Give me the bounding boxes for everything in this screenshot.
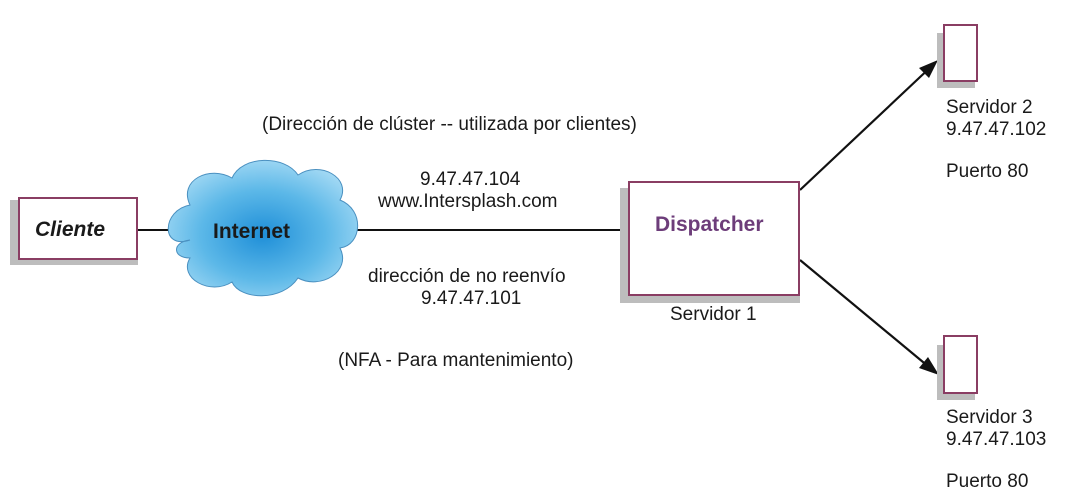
server3-name: Servidor 3	[946, 407, 1033, 428]
cluster-note: (Dirección de clúster -- utilizada por c…	[262, 114, 637, 135]
cluster-host: www.Intersplash.com	[378, 191, 558, 212]
server3-ip: 9.47.47.103	[946, 429, 1047, 450]
server3-port: Puerto 80	[946, 471, 1029, 492]
dispatcher-server2-link	[799, 62, 936, 191]
server2-name: Servidor 2	[946, 97, 1033, 118]
nfa-note: (NFA - Para mantenimiento)	[338, 350, 574, 371]
client-label: Cliente	[35, 218, 106, 241]
server3-box[interactable]	[943, 335, 978, 394]
cluster-ip: 9.47.47.104	[420, 169, 521, 190]
server2-ip: 9.47.47.102	[946, 119, 1047, 140]
arrowhead-server2	[919, 60, 938, 78]
dispatcher-label: Dispatcher	[655, 213, 764, 236]
client-box[interactable]	[18, 197, 138, 260]
internet-label: Internet	[213, 220, 291, 243]
arrowhead-server3	[919, 357, 939, 375]
dispatcher-box[interactable]	[628, 181, 800, 296]
internet-cloud	[167, 159, 359, 297]
nfa-ip: 9.47.47.101	[421, 288, 522, 309]
server2-port: Puerto 80	[946, 161, 1029, 182]
dispatcher-caption: Servidor 1	[670, 304, 757, 325]
dispatcher-server3-link	[799, 259, 936, 373]
server2-box[interactable]	[943, 24, 978, 82]
nfa-title: dirección de no reenvío	[368, 266, 566, 287]
